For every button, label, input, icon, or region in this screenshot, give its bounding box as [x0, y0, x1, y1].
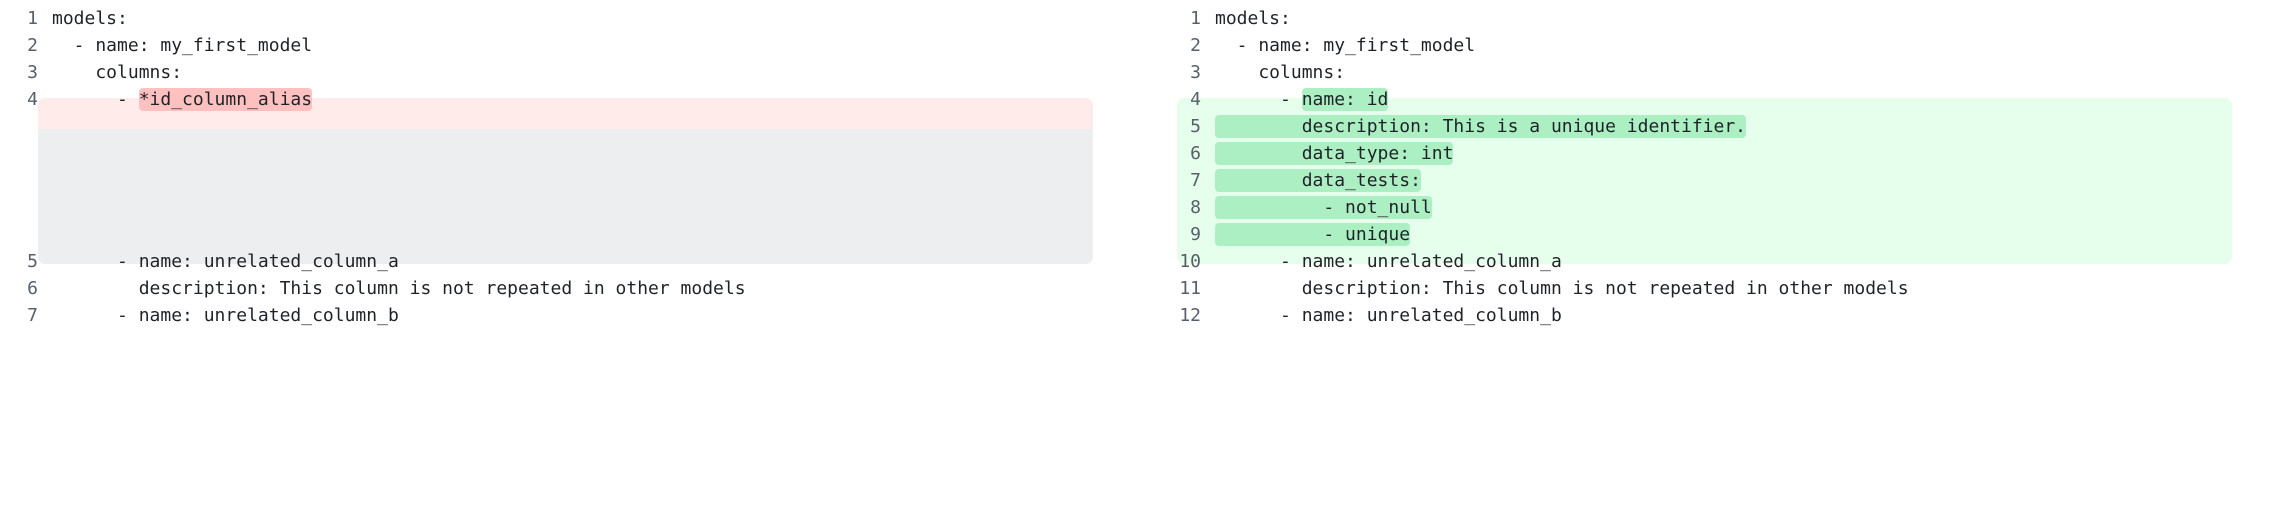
- code-line-placeholder: [14, 194, 1139, 221]
- added-token: - unique: [1215, 223, 1411, 246]
- added-token: name: id: [1301, 88, 1389, 111]
- code-token: -: [1215, 89, 1302, 110]
- code-line-text: columns:: [52, 59, 1139, 86]
- code-line: 9 - unique: [1153, 221, 2278, 248]
- code-line-text: - name: unrelated_column_a: [1215, 248, 2278, 275]
- code-line-text: - name: my_first_model: [52, 32, 1139, 59]
- code-line: 5 description: This is a unique identifi…: [1153, 113, 2278, 140]
- code-line-text: - unique: [1215, 221, 2278, 248]
- code-line: 1 models:: [14, 5, 1139, 32]
- line-number: 12: [1179, 305, 1201, 326]
- line-number: 10: [1179, 251, 1201, 272]
- added-token: - not_null: [1215, 196, 1432, 219]
- code-token: - name: my_first_model: [52, 35, 313, 56]
- code-line-text: columns:: [1215, 59, 2278, 86]
- code-line-text: models:: [52, 5, 1139, 32]
- code-token: models:: [1215, 8, 1291, 29]
- line-number: 6: [1190, 143, 1201, 164]
- code-line-text: - name: unrelated_column_b: [1215, 302, 2278, 329]
- code-line: 3 columns:: [14, 59, 1139, 86]
- line-number: 3: [27, 62, 38, 83]
- code-line: 3 columns:: [1153, 59, 2278, 86]
- line-number: 8: [1190, 197, 1201, 218]
- line-number: 5: [27, 251, 38, 272]
- added-token: data_tests:: [1215, 169, 1421, 192]
- code-line-text: data_type: int: [1215, 140, 2278, 167]
- code-line: 10 - name: unrelated_column_a: [1153, 248, 2278, 275]
- code-token: -: [52, 89, 139, 110]
- code-line-placeholder: [14, 167, 1139, 194]
- code-line-text: - name: id: [1215, 86, 2278, 113]
- code-line-text: description: This column is not repeated…: [52, 275, 1139, 302]
- code-line-text: - name: my_first_model: [1215, 32, 2278, 59]
- code-token: - name: unrelated_column_a: [52, 251, 399, 272]
- code-token: - name: unrelated_column_b: [1215, 305, 1562, 326]
- code-line-placeholder: [14, 113, 1139, 140]
- code-line-text: - not_null: [1215, 194, 2278, 221]
- code-line-text: models:: [1215, 5, 2278, 32]
- line-number: 2: [27, 35, 38, 56]
- code-line-placeholder: [14, 140, 1139, 167]
- placeholder-block-background: [38, 129, 1093, 264]
- code-line-text: - name: unrelated_column_b: [52, 302, 1139, 329]
- line-number: 7: [1190, 170, 1201, 191]
- line-number: 4: [1190, 89, 1201, 110]
- line-number: 5: [1190, 116, 1201, 137]
- code-line: 8 - not_null: [1153, 194, 2278, 221]
- code-token: description: This column is not repeated…: [52, 278, 746, 299]
- code-line: 4 - *id_column_alias: [14, 86, 1139, 113]
- code-line: 1 models:: [1153, 5, 2278, 32]
- code-token: - name: my_first_model: [1215, 35, 1476, 56]
- line-number: 3: [1190, 62, 1201, 83]
- code-line: 4 - name: id: [1153, 86, 2278, 113]
- code-line: 12 - name: unrelated_column_b: [1153, 302, 2278, 329]
- code-token: columns:: [52, 62, 183, 83]
- code-line-text: description: This column is not repeated…: [1215, 275, 2278, 302]
- code-token: models:: [52, 8, 128, 29]
- code-line: 5 - name: unrelated_column_a: [14, 248, 1139, 275]
- code-line: 2 - name: my_first_model: [14, 32, 1139, 59]
- line-number: 6: [27, 278, 38, 299]
- code-line-text: data_tests:: [1215, 167, 2278, 194]
- code-line-text: - name: unrelated_column_a: [52, 248, 1139, 275]
- code-line: 6 data_type: int: [1153, 140, 2278, 167]
- line-number: 7: [27, 305, 38, 326]
- code-line: 2 - name: my_first_model: [1153, 32, 2278, 59]
- code-line: 7 data_tests:: [1153, 167, 2278, 194]
- line-number: 9: [1190, 224, 1201, 245]
- code-token: description: This column is not repeated…: [1215, 278, 1909, 299]
- line-number: 2: [1190, 35, 1201, 56]
- line-number: 11: [1179, 278, 1201, 299]
- code-token: columns:: [1215, 62, 1346, 83]
- line-number: 1: [27, 8, 38, 29]
- code-line: 7 - name: unrelated_column_b: [14, 302, 1139, 329]
- line-number: 4: [27, 89, 38, 110]
- code-line: 11 description: This column is not repea…: [1153, 275, 2278, 302]
- line-number: 1: [1190, 8, 1201, 29]
- added-token: description: This is a unique identifier…: [1215, 115, 1747, 138]
- code-token: - name: unrelated_column_b: [52, 305, 399, 326]
- added-token: data_type: int: [1215, 142, 1454, 165]
- code-line-text: - *id_column_alias: [52, 86, 1139, 113]
- code-line-text: description: This is a unique identifier…: [1215, 113, 2278, 140]
- deleted-token: *id_column_alias: [138, 88, 313, 111]
- code-token: - name: unrelated_column_a: [1215, 251, 1562, 272]
- code-line: 6 description: This column is not repeat…: [14, 275, 1139, 302]
- code-line-placeholder: [14, 221, 1139, 248]
